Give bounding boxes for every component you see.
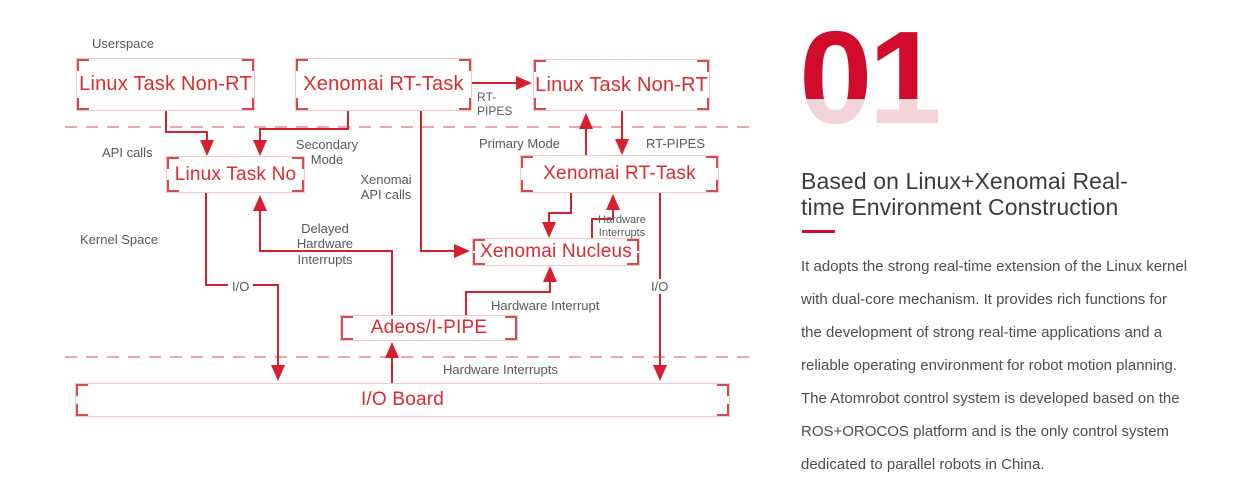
connector-line: [548, 212, 550, 224]
connector-line: [472, 82, 517, 84]
connector-line: [259, 128, 349, 130]
label-hw-interrupts-bottom: Hardware Interrupts: [443, 362, 558, 377]
section-description: It adopts the strong real-time extension…: [801, 258, 1188, 473]
label-hw-interrupts-upper: Hardware Interrupts: [598, 214, 646, 239]
box-io-board: I/O Board: [75, 383, 730, 417]
label-xenomai-api-calls: Xenomai API calls: [360, 172, 412, 203]
label-io-right: I/O: [647, 279, 673, 295]
arrowhead-down: [653, 365, 667, 381]
box-adeos-ipipe: Adeos/I-PIPE: [340, 315, 518, 341]
label-io-left: I/O: [228, 279, 254, 295]
connector-line: [259, 209, 261, 252]
connector-line: [420, 111, 422, 252]
connector-line: [391, 251, 393, 316]
arrowhead-up: [253, 195, 267, 211]
arrowhead-up: [579, 113, 593, 129]
arrowhead-up: [606, 194, 620, 210]
arrowhead-down: [542, 222, 556, 238]
box-xenomai-nucleus: Xenomai Nucleus: [472, 238, 640, 266]
arrowhead-up: [385, 342, 399, 358]
arrowhead-up: [543, 266, 557, 282]
arrowhead-right: [454, 244, 470, 258]
kernel-hardware-divider: [65, 356, 755, 358]
arrowhead-right: [516, 76, 532, 90]
label-kernel-space: Kernel Space: [80, 232, 159, 247]
connector-line: [465, 291, 551, 293]
box-linux-task-no: Linux Task No: [166, 156, 305, 193]
label-rt-pipes-top: RT- PIPES: [477, 90, 513, 119]
section-title: Based on Linux+Xenomai Real- time Enviro…: [801, 168, 1128, 220]
box-linux-task-non-rt-userspace: Linux Task Non-RT: [76, 58, 255, 111]
label-userspace: Userspace: [92, 36, 155, 51]
connector-line: [347, 111, 349, 130]
connector-line: [420, 250, 454, 252]
connector-line: [549, 281, 551, 293]
connector-line: [259, 250, 393, 252]
arrowhead-down: [271, 365, 285, 381]
label-rt-pipes-right: RT-PIPES: [646, 136, 706, 151]
label-api-calls: API calls: [102, 145, 153, 160]
label-delayed-hw-interrupts: Delayed Hardware Interrupts: [296, 221, 354, 267]
box-linux-task-non-rt-2: Linux Task Non-RT: [533, 59, 710, 111]
connector-line: [259, 128, 261, 142]
label-hardware-interrupt: Hardware Interrupt: [491, 298, 600, 313]
connector-line: [612, 209, 614, 220]
connector-line: [621, 111, 623, 139]
label-secondary-mode: Secondary Mode: [295, 137, 359, 168]
connector-line: [465, 292, 467, 316]
arrowhead-down: [200, 140, 214, 156]
connector-line: [591, 218, 593, 238]
connector-line: [165, 131, 208, 133]
connector-line: [585, 127, 587, 155]
connector-line: [277, 284, 279, 365]
connector-line: [591, 218, 614, 220]
label-primary-mode: Primary Mode: [479, 136, 560, 151]
arrowhead-down: [253, 140, 267, 156]
connector-line: [391, 356, 393, 383]
userspace-kernel-divider: [65, 126, 755, 128]
connector-line: [206, 131, 208, 142]
box-xenomai-rt-task-userspace: Xenomai RT-Task: [295, 58, 472, 111]
connector-line: [570, 193, 572, 214]
connector-line: [205, 193, 207, 286]
section-number: 01: [799, 4, 942, 151]
title-underline: [802, 230, 835, 233]
box-xenomai-rt-task-2: Xenomai RT-Task: [520, 155, 719, 193]
connector-line: [165, 111, 167, 133]
arrowhead-down: [615, 139, 629, 155]
connector-line: [548, 212, 572, 214]
